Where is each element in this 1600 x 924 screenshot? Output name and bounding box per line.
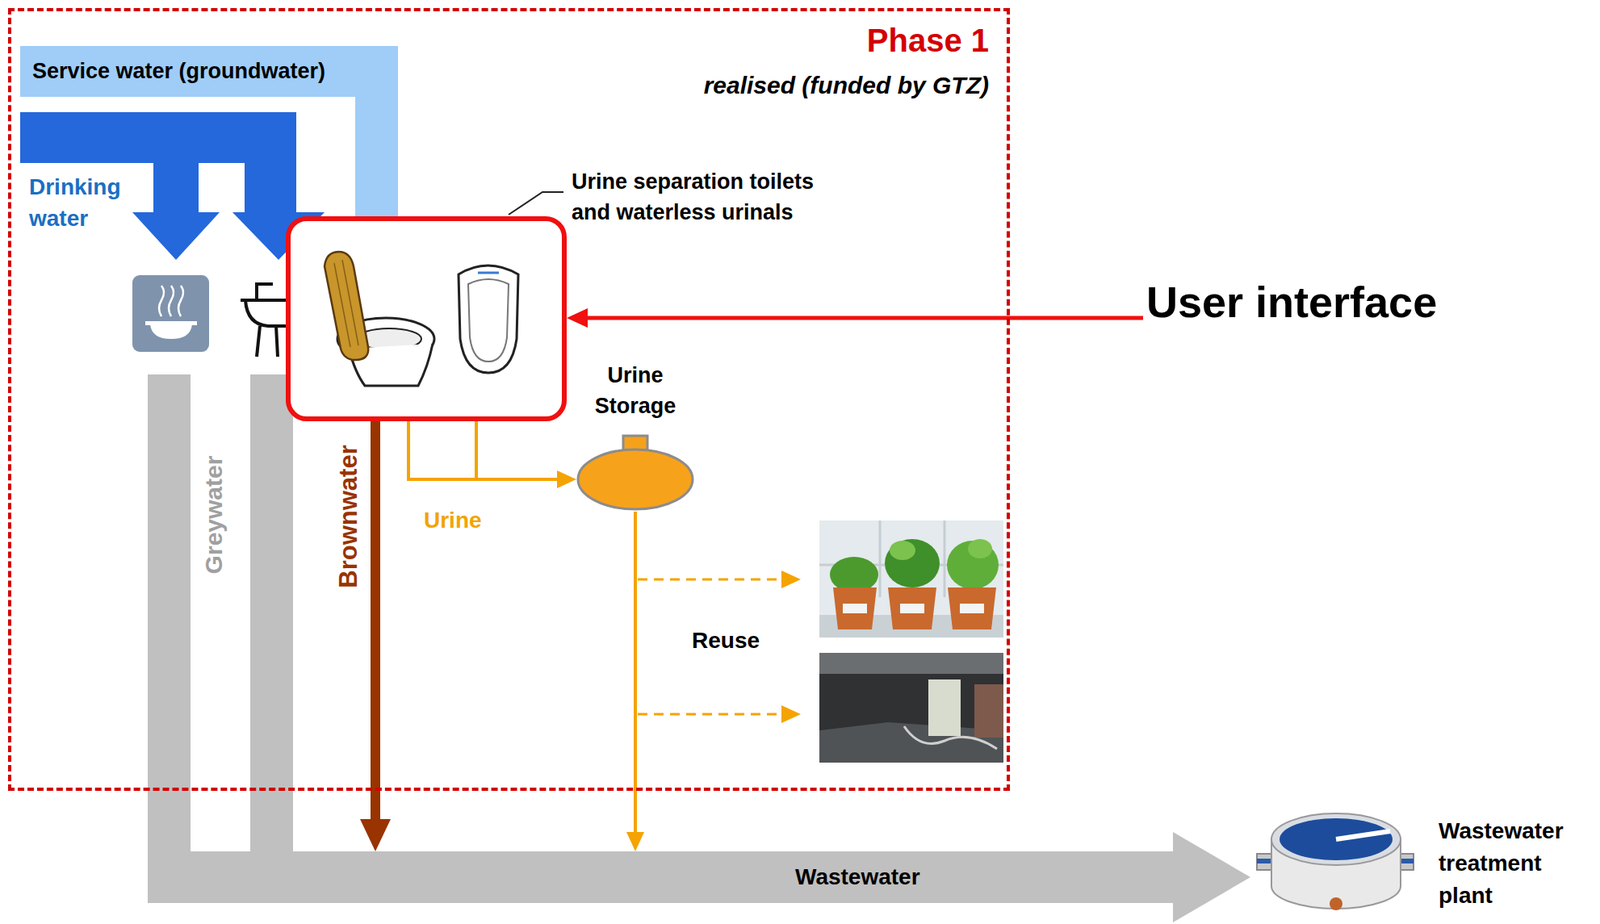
wastewater-arrow: [1172, 832, 1251, 923]
garage-photo: [819, 653, 1004, 763]
brownwater-pipe: [360, 421, 391, 852]
treatment-plant: Wastewater treatment plant: [1255, 803, 1581, 916]
pointer-arrow: [566, 308, 1144, 328]
leaves: [884, 539, 940, 588]
connector-line: [474, 421, 478, 480]
arrow-head: [566, 308, 588, 328]
urinal-inner: [468, 279, 509, 362]
arrow-head: [360, 819, 391, 852]
drinking-water-band: [20, 112, 325, 260]
toilet-lid-grain: [334, 259, 359, 348]
arrow-head: [1172, 832, 1251, 923]
parked-car: [974, 684, 1004, 738]
band-label: Greywater: [199, 456, 229, 575]
phase-region: Phase 1 realised (funded by GTZ) Urine sep…: [8, 8, 1010, 792]
edge-label: Brownwater: [334, 444, 364, 588]
tank-water: [1279, 818, 1393, 861]
edge-label: Urine: [423, 506, 482, 536]
toilet-lid: [324, 251, 369, 361]
reuse-arrow: [637, 579, 782, 715]
leader-line: [508, 192, 564, 215]
user-interface-panel: [288, 218, 565, 419]
node-text: Wastewater: [795, 863, 921, 892]
arrow-head: [557, 470, 577, 489]
leaves: [829, 557, 879, 593]
leaves: [967, 539, 993, 559]
steam-line: [159, 285, 184, 317]
pot-tag: [842, 603, 985, 614]
band-label: Drinking water: [29, 171, 130, 235]
greywater-pipe: [147, 374, 191, 904]
urinal-mark: [477, 272, 499, 275]
leaves: [889, 540, 916, 561]
node-text: Wastewater treatment plant: [1438, 815, 1578, 913]
connector-line: [583, 316, 1144, 321]
urine-overflow: [626, 511, 645, 852]
urine-storage-tank: Urine Storage: [576, 360, 695, 512]
plant-pot: [833, 587, 997, 630]
node-text: realised (funded by GTZ): [703, 71, 989, 101]
cooking-pot-rim: [145, 321, 197, 326]
reuse-arrow-head: [781, 705, 801, 724]
node-text: Urine separation toilets and waterless u…: [571, 166, 838, 228]
band-label: Service water (groundwater): [32, 56, 326, 86]
plants-photo: [819, 520, 1004, 638]
tank-body: [578, 449, 693, 510]
window-frame: [819, 520, 1004, 598]
node-text: User interface: [1146, 276, 1437, 327]
connector-line: [408, 421, 562, 480]
wastewater-band: Wastewater: [147, 851, 1174, 904]
tank-top: [1271, 813, 1401, 866]
arrow-head: [626, 832, 645, 852]
user-interface-box: Urine separation toilets and waterless u…: [285, 216, 567, 422]
cooking-pot: [150, 324, 193, 340]
tank-bridge: [1336, 831, 1391, 840]
tank-outlet: [1329, 897, 1343, 911]
greywater-pipe: [250, 374, 294, 859]
urinal: [458, 265, 519, 373]
region-title: Phase 1: [867, 20, 989, 60]
garage-ceiling: [819, 653, 1004, 675]
reuse-arrow-head: [781, 570, 801, 589]
cooking-icon: [132, 275, 210, 352]
garage-door: [928, 679, 961, 737]
node-text: Urine Storage: [576, 360, 695, 422]
urine-pipe: [408, 421, 577, 489]
connector-line: [370, 421, 381, 826]
reuse-label: Reuse: [691, 626, 760, 656]
callout-box: User interface: [1143, 273, 1441, 331]
connector-line: [633, 511, 637, 837]
hose: [904, 726, 997, 750]
